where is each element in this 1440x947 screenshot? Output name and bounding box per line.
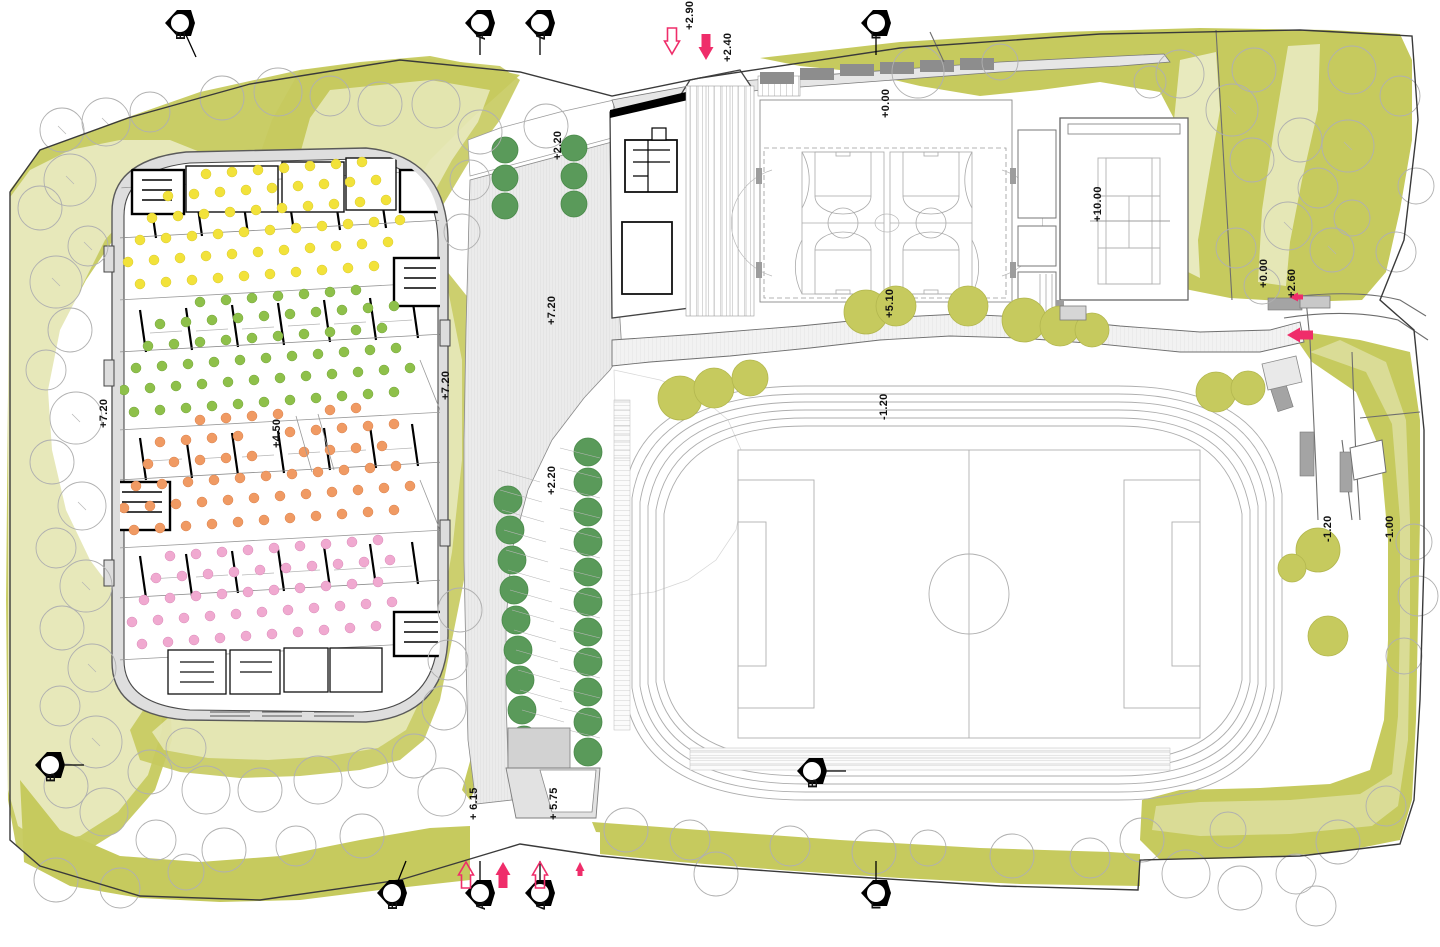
- section-marker-b: [35, 752, 84, 778]
- section-marker-label: E: [172, 31, 188, 40]
- tree-centres: [51, 105, 1353, 747]
- elevation-label: -1.00: [1384, 515, 1396, 542]
- tree-alley: [491, 134, 603, 819]
- elevation-label: +2.90: [684, 0, 696, 30]
- entrance-arrow: [531, 860, 549, 889]
- entrance-arrow: [457, 860, 475, 889]
- elevation-label: +2.20: [546, 465, 558, 495]
- section-marker-δ: [525, 10, 555, 55]
- tree-canopies: [17, 43, 1439, 927]
- east-annex: [1017, 117, 1189, 329]
- section-marker-label: A: [473, 30, 489, 41]
- section-marker-δ: [525, 861, 555, 906]
- elevation-label: +10.00: [1092, 186, 1104, 222]
- elevation-label: +7.20: [440, 370, 452, 400]
- basketball-court-b: [889, 151, 979, 295]
- entrance-arrow: [495, 862, 511, 888]
- plaza-paving: [463, 53, 1305, 805]
- entrance-arrow: [1287, 327, 1313, 343]
- section-marker-e: [165, 10, 197, 58]
- entrance-arrow: [575, 862, 585, 876]
- tennis-court: [1090, 157, 1170, 285]
- courtyard-yellow: [122, 156, 406, 290]
- elevation-label: +0.00: [880, 88, 892, 118]
- section-marker-label: Γ: [868, 901, 884, 910]
- section-marker-a: [465, 861, 495, 906]
- school-building: [103, 147, 451, 723]
- misc-structures: [1059, 295, 1387, 481]
- elevation-label: +5.10: [884, 288, 896, 318]
- section-marker-label: E: [384, 901, 400, 910]
- elevation-label: -1.20: [878, 393, 890, 420]
- stadium: [613, 385, 1283, 801]
- section-marker-label: Δ: [533, 30, 549, 41]
- entrance-arrow: [663, 27, 681, 56]
- section-marker-γ: [861, 861, 891, 906]
- elevation-label: +2.40: [722, 32, 734, 62]
- elevation-label: +7.20: [98, 398, 110, 428]
- basketball-court-a: [795, 151, 885, 295]
- elevation-label: +7.20: [546, 295, 558, 325]
- courtyard-pink: [126, 534, 398, 650]
- entrance-arrow: [698, 34, 714, 60]
- entrance-arrow: [1289, 292, 1303, 302]
- section-marker-label: Δ: [533, 900, 549, 911]
- plaza-trees: [657, 285, 1349, 657]
- section-marker-a: [465, 10, 495, 55]
- section-marker-label: A: [473, 900, 489, 911]
- section-marker-γ: [861, 10, 891, 55]
- north-building: [609, 58, 994, 319]
- elevation-label: -1.20: [1322, 515, 1334, 542]
- elevation-label: +2.60: [1286, 268, 1298, 298]
- entrance-arrow-symbols: [457, 27, 1313, 889]
- site-boundary: [9, 29, 1425, 901]
- elevation-label: +2.20: [552, 130, 564, 160]
- section-marker-label: Γ: [868, 31, 884, 40]
- football-pitch: [737, 449, 1201, 739]
- running-track: [623, 385, 1283, 801]
- elevation-label: +4.50: [271, 418, 283, 448]
- section-marker-e: [377, 860, 407, 906]
- elevation-label: + 5.75: [548, 787, 560, 820]
- section-marker-b: [797, 758, 846, 784]
- elevation-label: + 6.15: [468, 787, 480, 820]
- section-marker-symbols: [35, 10, 891, 906]
- section-marker-label: B: [805, 778, 821, 789]
- courtyard-green: [120, 284, 416, 418]
- indoor-sports-hall: [731, 99, 1043, 303]
- section-marker-label: B: [43, 772, 59, 783]
- courtyard-orange: [120, 402, 416, 536]
- elevation-label: +0.00: [1258, 258, 1270, 288]
